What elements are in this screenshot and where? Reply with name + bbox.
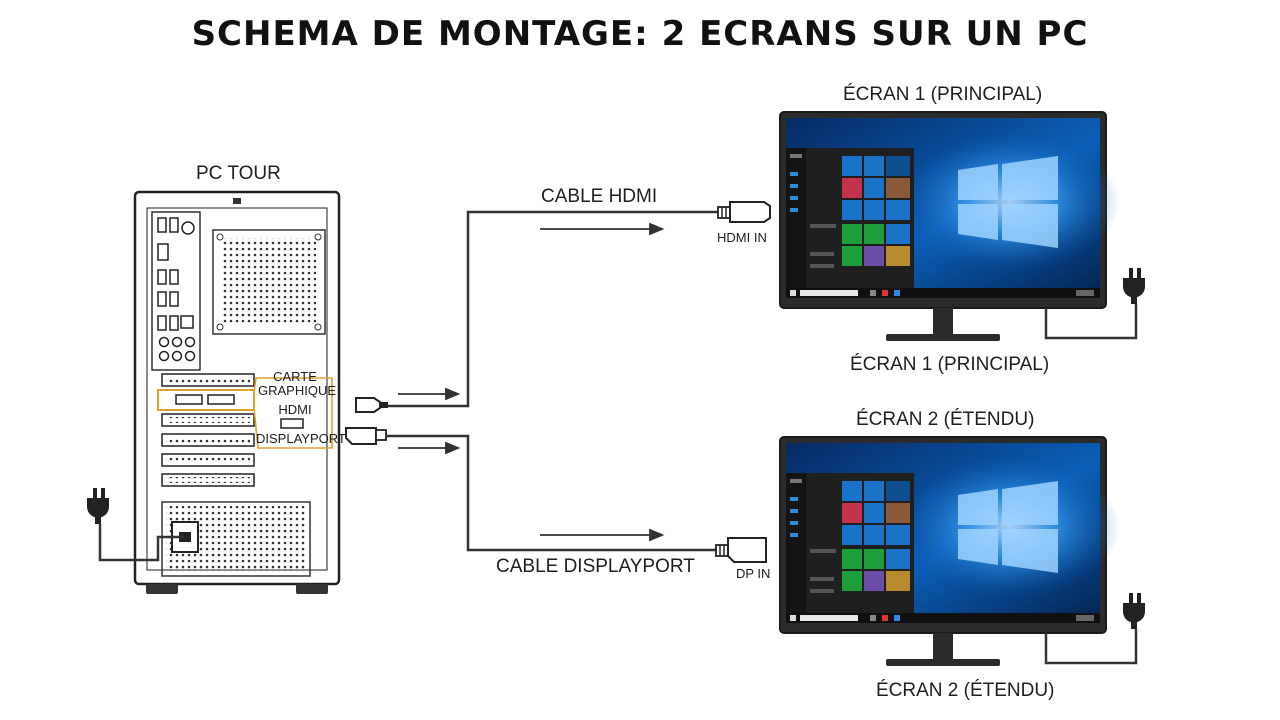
gpu-label-line1: CARTE [273,369,317,384]
monitor-2 [780,437,1145,666]
expansion-slots [161,373,255,487]
gpu-hdmi-port-label: HDMI [278,402,312,417]
graphics-card [157,377,333,449]
monitor-1-label-top: ÉCRAN 1 (PRINCIPAL) [843,84,1043,105]
displayport-cable-label: CABLE DISPLAYPORT [496,556,695,577]
fan-grille [212,229,326,335]
hdmi-cable [355,201,771,413]
hdmi-cable-label: CABLE HDMI [541,186,658,207]
gpu-label-line2: GRAPHIQUE [258,383,337,398]
pc-tower [133,190,341,594]
dp-in-label: DP IN [736,566,771,581]
io-panel [151,211,201,371]
displayport-cable [345,427,767,563]
power-supply [161,501,311,577]
gpu-dp-port-label: DISPLAYPORT [256,431,346,446]
power-plug-icon [87,488,109,524]
page-title: SCHEMA DE MONTAGE: 2 ECRANS SUR UN PC [191,14,1089,54]
monitor-2-label-bottom: ÉCRAN 2 (ÉTENDU) [876,680,1055,701]
pc-label: PC TOUR [196,163,281,184]
hdmi-in-label: HDMI IN [717,230,767,245]
monitor-1-label-bottom: ÉCRAN 1 (PRINCIPAL) [850,354,1050,375]
monitor-1 [780,112,1145,341]
arrow-right-icon [398,222,665,542]
monitor-2-label-top: ÉCRAN 2 (ÉTENDU) [856,409,1035,430]
pc-power-cable [87,488,184,562]
